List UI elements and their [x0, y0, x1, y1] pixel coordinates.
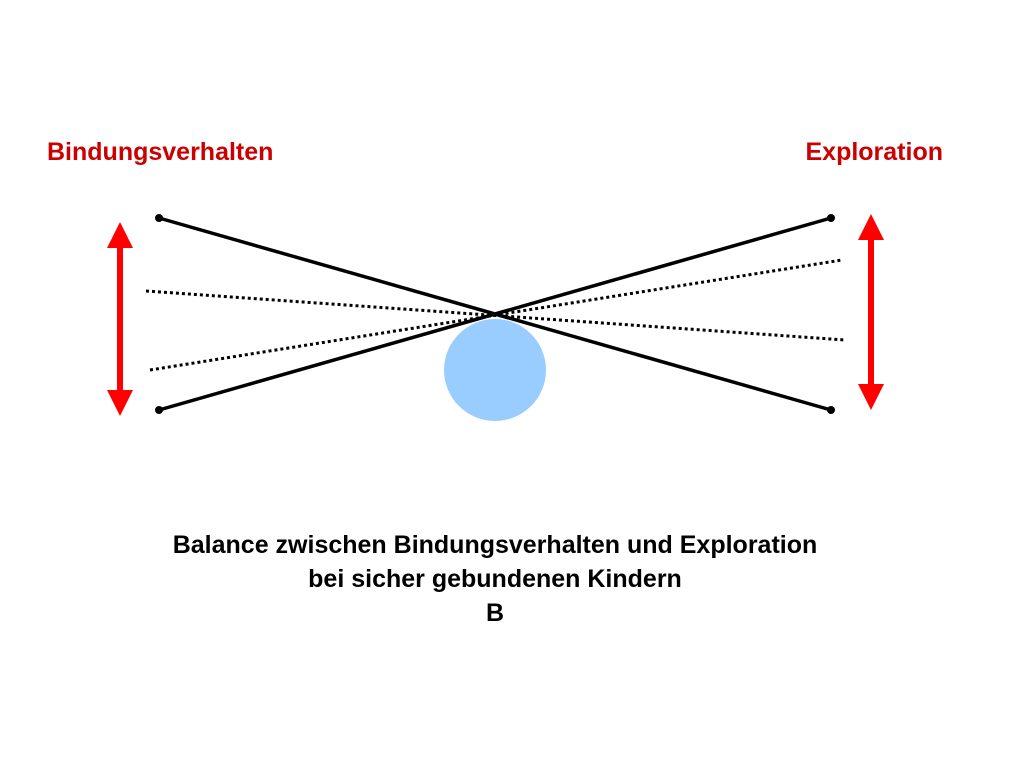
caption: Balance zwischen Bindungsverhalten und E…	[0, 528, 990, 630]
fulcrum-circle	[444, 319, 546, 421]
label-exploration: Exploration	[805, 138, 943, 166]
endpoint-bottom-left	[155, 406, 163, 414]
endpoint-top-right	[827, 214, 835, 222]
label-bindungsverhalten: Bindungsverhalten	[47, 138, 274, 166]
caption-line-1: Balance zwischen Bindungsverhalten und E…	[172, 531, 818, 559]
caption-line-2: bei sicher gebundenen Kindern	[308, 565, 682, 593]
caption-line-3: B	[485, 599, 505, 627]
right-double-arrow-icon	[858, 214, 884, 410]
endpoint-top-left	[155, 214, 163, 222]
left-double-arrow-icon	[107, 222, 133, 416]
endpoint-bottom-right	[827, 406, 835, 414]
solid-line-ascending	[158, 216, 832, 412]
